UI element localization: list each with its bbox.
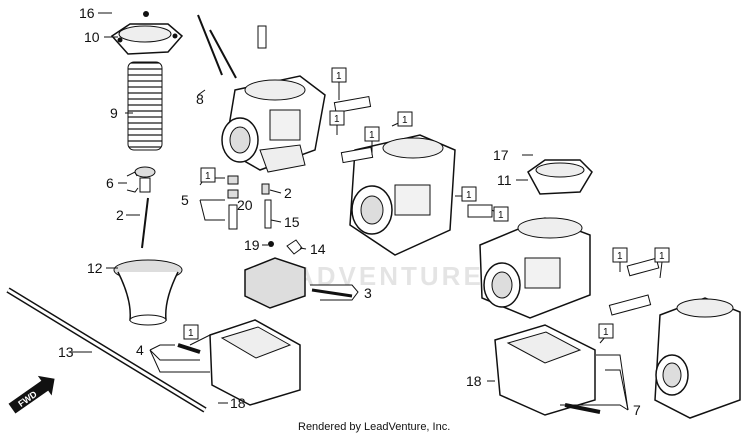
- ref-box: 1: [331, 67, 347, 83]
- reference-boxes: 1 1 1 1 1 1 1 1 1 1 1: [183, 67, 670, 340]
- top-cap-part: [110, 11, 184, 55]
- callout-18: 18: [230, 395, 246, 411]
- callout-4: 4: [136, 342, 144, 358]
- float-part: [244, 257, 353, 309]
- callout-17: 17: [493, 147, 509, 163]
- diaphragm-part: [113, 259, 183, 326]
- callout-5: 5: [181, 192, 189, 208]
- ref-box: 1: [183, 324, 199, 340]
- forward-arrow-icon: FWD: [8, 375, 55, 414]
- carburetor-unit-4: [608, 257, 741, 419]
- svg-text:1: 1: [188, 328, 194, 339]
- ref-box: 1: [461, 186, 477, 202]
- svg-text:1: 1: [205, 171, 211, 182]
- callout-7: 7: [633, 402, 641, 418]
- callout-11: 11: [497, 172, 512, 188]
- spring-part: [127, 61, 163, 151]
- callout-12: 12: [87, 260, 103, 276]
- callout-3: 3: [364, 285, 372, 301]
- svg-text:1: 1: [466, 190, 472, 201]
- callout-10: 10: [84, 29, 100, 45]
- watermark-text: ADVENTURE: [295, 261, 484, 291]
- svg-text:1: 1: [402, 115, 408, 126]
- float-bowl-right: [494, 324, 601, 416]
- svg-text:1: 1: [659, 251, 665, 262]
- float-bowl-left: [177, 319, 301, 406]
- callout-6: 6: [106, 175, 114, 191]
- callout-9: 9: [110, 105, 118, 121]
- throttle-rod-part: [6, 287, 207, 413]
- callout-14: 14: [310, 241, 326, 257]
- needle-holder-part: [134, 166, 156, 249]
- callout-18b: 18: [466, 373, 482, 389]
- callout-8: 8: [196, 91, 204, 107]
- top-cap-right: [527, 159, 593, 195]
- ref-box: 1: [654, 247, 670, 263]
- callout-16: 16: [79, 5, 95, 21]
- svg-text:1: 1: [617, 251, 623, 262]
- ref-box: 1: [598, 323, 614, 339]
- credit-text: Rendered by LeadVenture, Inc.: [298, 421, 450, 433]
- callout-labels: 16 10 9 8 6 2 12 13 4 18 5 20 2 15 19 14…: [58, 5, 641, 418]
- ref-box: 1: [493, 206, 509, 222]
- svg-text:1: 1: [603, 327, 609, 338]
- svg-text:1: 1: [498, 210, 504, 221]
- carburetor-unit-2: [333, 96, 493, 256]
- callout-2b: 2: [284, 185, 292, 201]
- callout-15: 15: [284, 214, 300, 230]
- ref-box: 1: [329, 110, 345, 126]
- callout-13: 13: [58, 344, 74, 360]
- svg-text:1: 1: [334, 114, 340, 125]
- svg-text:1: 1: [369, 130, 375, 141]
- ref-box: 1: [364, 126, 380, 142]
- screw-set-8: [197, 14, 267, 79]
- callout-2: 2: [116, 207, 124, 223]
- ref-box: 1: [397, 111, 413, 127]
- callout-20: 20: [237, 197, 253, 213]
- svg-text:1: 1: [336, 71, 342, 82]
- ref-box: 1: [200, 167, 216, 183]
- carburetor-unit-3: [479, 217, 591, 319]
- carburetor-unit-1: [221, 75, 326, 173]
- callout-19: 19: [244, 237, 260, 253]
- ref-box: 1: [612, 247, 628, 263]
